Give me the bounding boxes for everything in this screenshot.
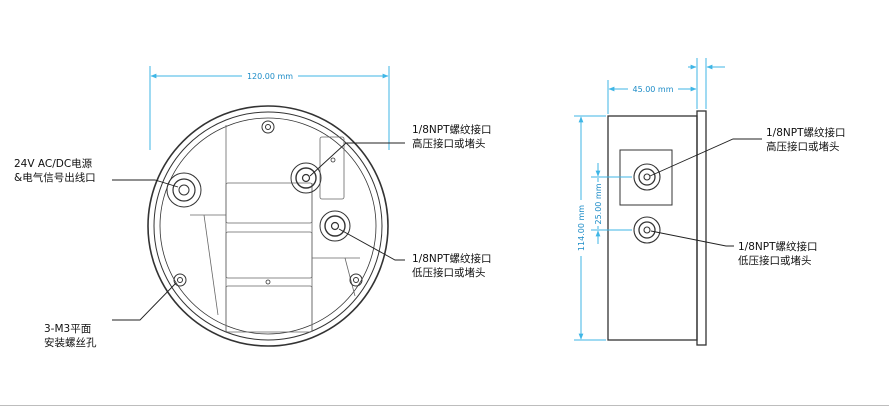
power-signal-port: [166, 172, 202, 208]
height-dimension-side: 114.00 mm: [574, 115, 606, 341]
front-view: 120.00 mm: [14, 66, 492, 349]
power-port-label-2: &电气信号出线口: [14, 171, 96, 184]
high-pressure-port-side: [633, 163, 661, 191]
high-port-front-label-1: 1/8NPT螺纹接口: [412, 123, 492, 136]
high-port-side-label-1: 1/8NPT螺纹接口: [766, 126, 846, 139]
mounting-hole: [173, 273, 187, 287]
low-port-front-label-1: 1/8NPT螺纹接口: [412, 252, 492, 265]
low-port-side-label-2: 低压接口或堵头: [738, 254, 812, 267]
low-port-leader-side: [650, 230, 734, 247]
power-port-label-1: 24V AC/DC电源: [14, 157, 93, 170]
low-port-leader-front: [338, 228, 405, 261]
side-flange: [696, 110, 707, 346]
internal-ribs: [190, 125, 360, 333]
side-width-label: 45.00 mm: [632, 85, 673, 94]
low-pressure-port-side: [633, 216, 661, 244]
mount-hole-leader: [112, 282, 177, 321]
low-pressure-port-front: [319, 210, 351, 242]
mounting-hole: [349, 273, 363, 287]
mount-hole-label-2: 安装螺丝孔: [44, 336, 97, 349]
small-hole: [330, 157, 336, 163]
high-port-leader-side: [649, 138, 762, 177]
side-view: 45.00 mm 114.00 mm 25.00 mm 1/8NPT螺纹接口 高…: [574, 58, 846, 346]
width-dimension-front: 120.00 mm: [149, 66, 390, 150]
housing-inner-rim: [153, 111, 383, 341]
power-port-leader: [112, 179, 179, 188]
high-port-front-label-2: 高压接口或堵头: [412, 137, 486, 150]
low-port-side-label-1: 1/8NPT螺纹接口: [738, 240, 818, 253]
port-spacing-label: 25.00 mm: [594, 183, 603, 224]
bottom-divider: [0, 405, 889, 406]
width-dimension-side: 45.00 mm: [607, 58, 725, 114]
port-spacing-dimension: 25.00 mm: [591, 163, 632, 244]
housing-recess: [159, 117, 377, 335]
width-dimension-label: 120.00 mm: [247, 72, 293, 81]
small-hole: [265, 279, 271, 285]
high-pressure-port-front: [290, 162, 322, 194]
low-port-front-label-2: 低压接口或堵头: [412, 266, 486, 279]
mount-hole-label-1: 3-M3平面: [44, 323, 91, 335]
high-port-side-label-2: 高压接口或堵头: [766, 140, 840, 153]
side-height-label: 114.00 mm: [577, 205, 586, 251]
high-port-leader-front: [309, 142, 405, 177]
housing-outer-rim: [147, 105, 389, 347]
mounting-hole: [261, 120, 275, 134]
